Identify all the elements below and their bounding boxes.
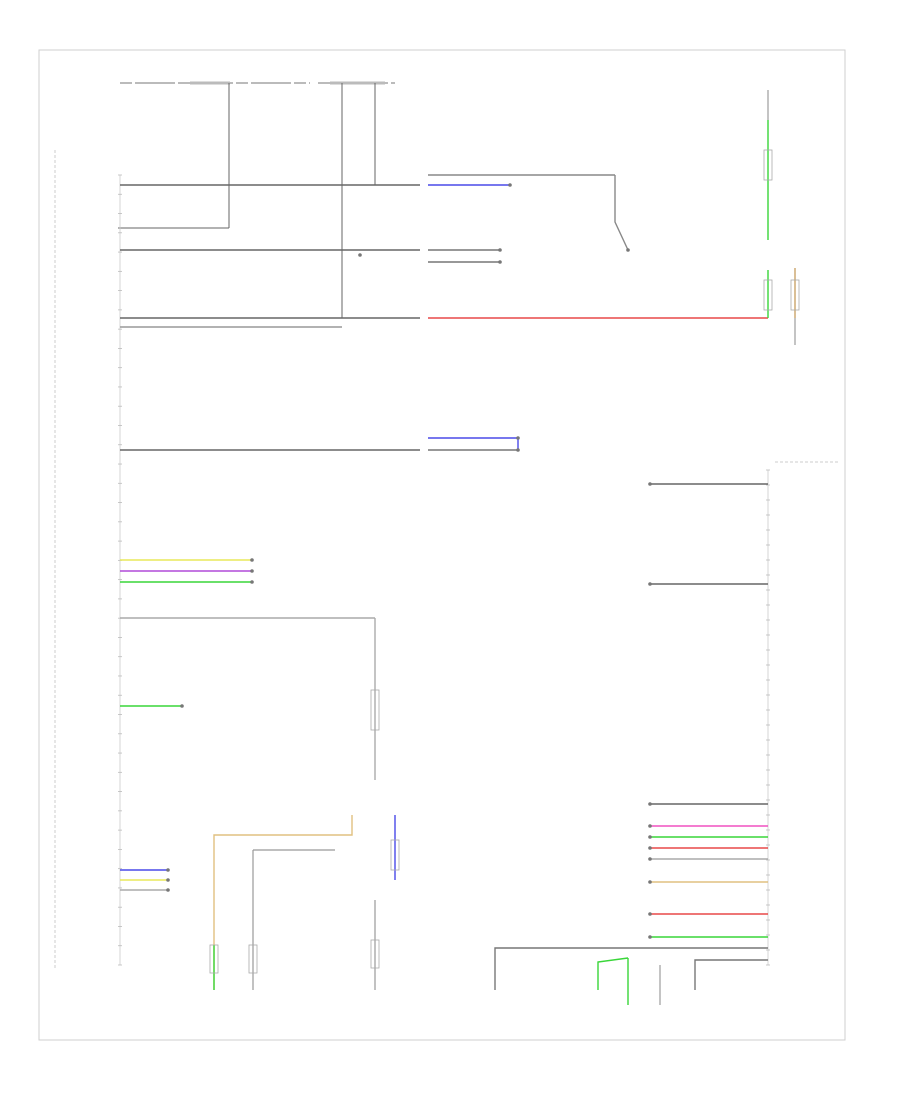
wire-terminal — [626, 248, 630, 252]
right-module-connector — [766, 469, 770, 966]
wire-terminal — [516, 448, 520, 452]
wire-terminal — [166, 878, 170, 882]
lower-left-wires — [120, 559, 376, 891]
wire-terminal — [250, 580, 254, 584]
wire-terminal — [648, 846, 652, 850]
lower-center-wires — [209, 689, 400, 990]
left-module-connector — [118, 174, 122, 966]
fuse-feeds — [118, 83, 376, 318]
main-wires — [120, 184, 420, 451]
wire-terminal — [648, 912, 652, 916]
right-lower-wires — [494, 483, 768, 1005]
branch-wires — [428, 174, 768, 451]
wire-terminal — [648, 880, 652, 884]
wire-terminal — [648, 802, 652, 806]
wire-terminal — [648, 857, 652, 861]
wire-terminal — [648, 835, 652, 839]
wire-terminal — [250, 558, 254, 562]
top-right-sensor — [763, 90, 800, 345]
wire-terminal — [648, 935, 652, 939]
wire-terminal — [166, 888, 170, 892]
wire-terminal — [508, 183, 512, 187]
wire-terminal — [498, 260, 502, 264]
wire-terminal — [498, 248, 502, 252]
wire-terminal — [180, 704, 184, 708]
wire-terminal — [166, 868, 170, 872]
wire-terminal — [648, 582, 652, 586]
wire-terminal — [648, 482, 652, 486]
wire-terminal — [250, 569, 254, 573]
diagram-frame — [38, 49, 846, 1041]
connector-end-markers — [166, 183, 652, 939]
wire-terminal — [516, 436, 520, 440]
wire-gray-drop — [614, 175, 629, 251]
wire-terminal — [648, 824, 652, 828]
wire-terminal — [358, 253, 362, 257]
